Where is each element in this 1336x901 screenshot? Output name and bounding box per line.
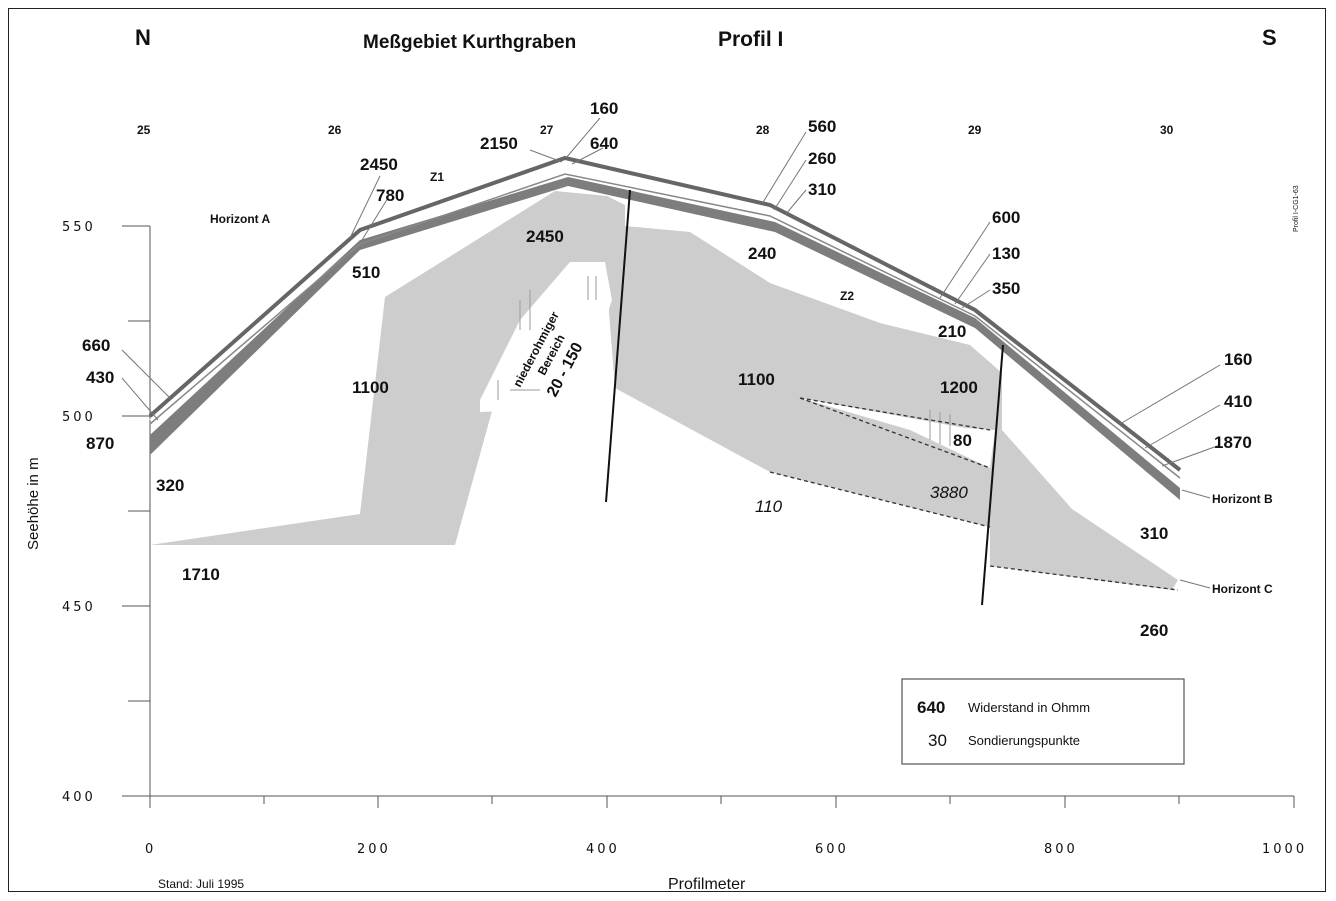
resistivity-value: 1870 <box>1214 433 1252 452</box>
resistivity-value: 410 <box>1224 392 1252 411</box>
resistivity-value: 160 <box>590 99 618 118</box>
station-labels: 25 26 27 28 29 30 <box>137 123 1174 137</box>
resistivity-value: 1100 <box>352 378 389 397</box>
resistivity-value: 2450 <box>360 155 398 174</box>
x-tick-label: 600 <box>815 842 849 857</box>
resistivity-value: 2450 <box>526 227 564 246</box>
horizon-b-label: Horizont B <box>1212 492 1273 506</box>
x-axis-label: Profilmeter <box>668 876 746 893</box>
resistivity-value: 2150 <box>480 134 518 153</box>
resistivity-value: 260 <box>1140 621 1168 640</box>
resistivity-value: 210 <box>938 322 966 341</box>
resistivity-value: 430 <box>86 368 114 387</box>
station-label: 28 <box>756 123 770 137</box>
leader-lines <box>121 117 1221 589</box>
side-code: Profil I-CG1-63 <box>1293 185 1300 232</box>
legend-box <box>901 678 1185 765</box>
high-resistivity-lens <box>800 398 995 468</box>
profile-label: Profil I <box>718 28 783 51</box>
resistivity-value: 310 <box>808 180 836 199</box>
resistivity-labels: 660 430 870 2450 780 160 2150 640 560 26… <box>82 99 1252 640</box>
zone-z1-label: Z1 <box>430 170 444 184</box>
legend-value-text: Widerstand in Ohmm <box>968 700 1090 715</box>
x-tick-label: 200 <box>357 842 391 857</box>
y-axis-ticks <box>122 225 150 797</box>
shaded-resistivity-body <box>150 191 1178 590</box>
resistivity-value: 510 <box>352 263 380 282</box>
resistivity-value: 560 <box>808 117 836 136</box>
north-label: N <box>135 25 151 50</box>
x-tick-label: 400 <box>586 842 620 857</box>
resistivity-value: 1200 <box>940 378 978 397</box>
resistivity-value: 80 <box>953 431 972 450</box>
y-tick-label: 550 <box>62 220 96 235</box>
x-axis-ticks <box>149 796 1295 808</box>
resistivity-value: 240 <box>748 244 776 263</box>
surface-line-top <box>148 155 1182 472</box>
resistivity-value: 350 <box>992 279 1020 298</box>
resistivity-value: 660 <box>82 336 110 355</box>
station-label: 29 <box>968 123 982 137</box>
low-resistivity-zone <box>480 262 612 412</box>
y-tick-label: 450 <box>62 600 96 615</box>
resistivity-value: 260 <box>808 149 836 168</box>
horizon-a-label: Horizont A <box>210 212 271 226</box>
station-label: 25 <box>137 123 151 137</box>
resistivity-value: 310 <box>1140 524 1168 543</box>
legend-point-sample: 30 <box>928 731 947 750</box>
low-zone-hatching <box>497 276 951 446</box>
resistivity-value: 870 <box>86 434 114 453</box>
resistivity-value: 110 <box>755 497 783 516</box>
fault-line-south <box>981 344 1004 606</box>
horizon-c-label: Horizont C <box>1212 582 1273 596</box>
dashed-horizon-c <box>989 565 1179 591</box>
x-tick-label: 0 <box>145 842 156 857</box>
station-label: 30 <box>1160 123 1174 137</box>
resistivity-value: 320 <box>156 476 184 495</box>
station-label: 26 <box>328 123 342 137</box>
fault-line-north <box>605 189 631 503</box>
resistivity-value: 1100 <box>738 370 775 389</box>
zone-z2-label: Z2 <box>840 289 854 303</box>
dashed-boundary-upper <box>799 397 991 469</box>
station-label: 27 <box>540 123 554 137</box>
x-tick-label: 800 <box>1044 842 1078 857</box>
surface-line-inner <box>149 161 1181 475</box>
y-tick-label: 500 <box>62 410 96 425</box>
diagram-title: Meßgebiet Kurthgraben <box>363 32 576 53</box>
x-tick-label: 1000 <box>1262 842 1307 857</box>
resistivity-value: 600 <box>992 208 1020 227</box>
legend-value-sample: 640 <box>917 698 945 717</box>
dashed-boundary-lower <box>769 471 991 528</box>
resistivity-value: 130 <box>992 244 1020 263</box>
stand-date: Stand: Juli 1995 <box>158 877 244 891</box>
diagram-frame <box>8 8 1326 892</box>
resistivity-value: 780 <box>376 186 404 205</box>
south-label: S <box>1262 25 1277 50</box>
y-axis-label: Seehöhe in m <box>25 457 42 550</box>
resistivity-value: 3880 <box>930 483 968 502</box>
legend-point-text: Sondierungspunkte <box>968 733 1080 748</box>
y-tick-label: 400 <box>62 790 96 805</box>
surface-line-second <box>149 173 1181 479</box>
resistivity-value: 640 <box>590 134 618 153</box>
resistivity-value: 160 <box>1224 350 1252 369</box>
resistivity-value: 1710 <box>182 565 220 584</box>
